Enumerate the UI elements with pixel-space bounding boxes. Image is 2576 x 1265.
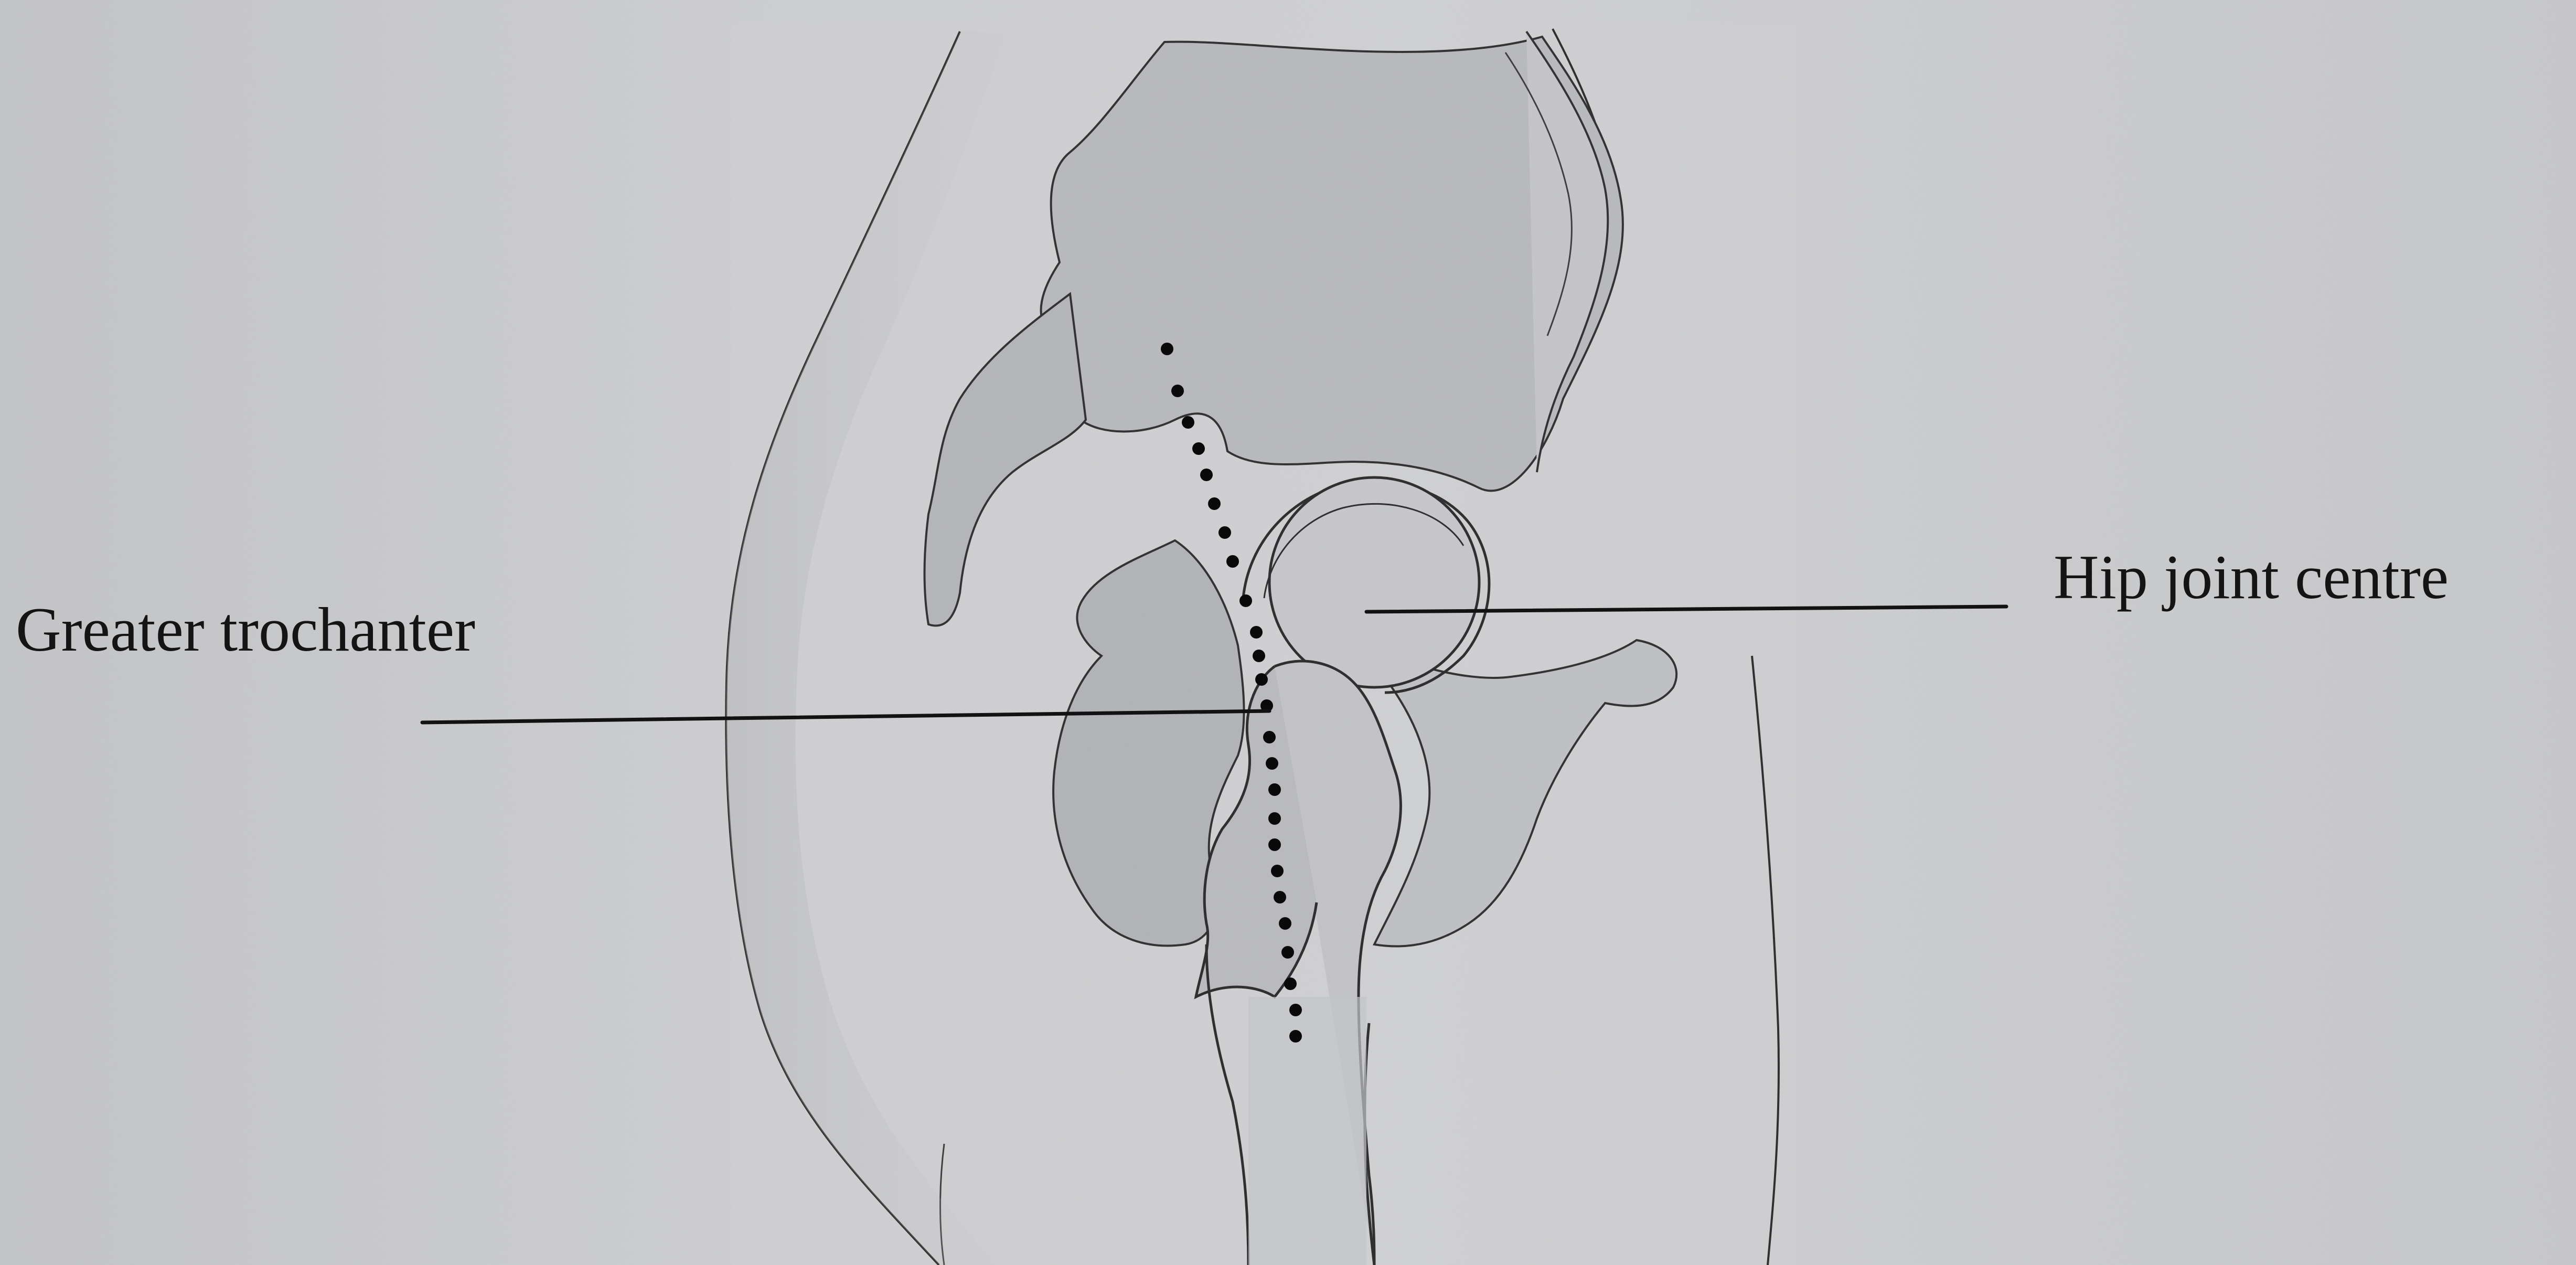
reference-dot <box>1255 673 1268 686</box>
reference-dot <box>1279 917 1291 930</box>
reference-dot <box>1171 385 1184 397</box>
reference-dot <box>1200 469 1213 481</box>
reference-dot <box>1192 442 1205 455</box>
reference-dot <box>1239 594 1252 607</box>
reference-dot <box>1289 1030 1302 1043</box>
reference-dot <box>1284 977 1297 990</box>
reference-dot <box>1281 946 1294 959</box>
reference-dot <box>1226 555 1239 568</box>
reference-dot <box>1250 626 1263 639</box>
reference-dot <box>1161 343 1173 355</box>
reference-dot <box>1268 812 1281 825</box>
reference-dot <box>1268 783 1281 796</box>
reference-dot <box>1274 891 1286 903</box>
reference-dot <box>1268 838 1281 851</box>
reference-dot <box>1253 650 1265 662</box>
reference-dot <box>1266 757 1278 770</box>
reference-dot <box>1218 526 1231 539</box>
greater-trochanter-label: Greater trochanter <box>16 598 475 661</box>
reference-dot <box>1289 1004 1302 1016</box>
reference-dot <box>1208 497 1221 510</box>
hip-joint-centre-label: Hip joint centre <box>2054 546 2449 609</box>
reference-dot <box>1271 865 1284 877</box>
reference-dot <box>1182 416 1194 429</box>
reference-dot <box>1263 731 1276 743</box>
